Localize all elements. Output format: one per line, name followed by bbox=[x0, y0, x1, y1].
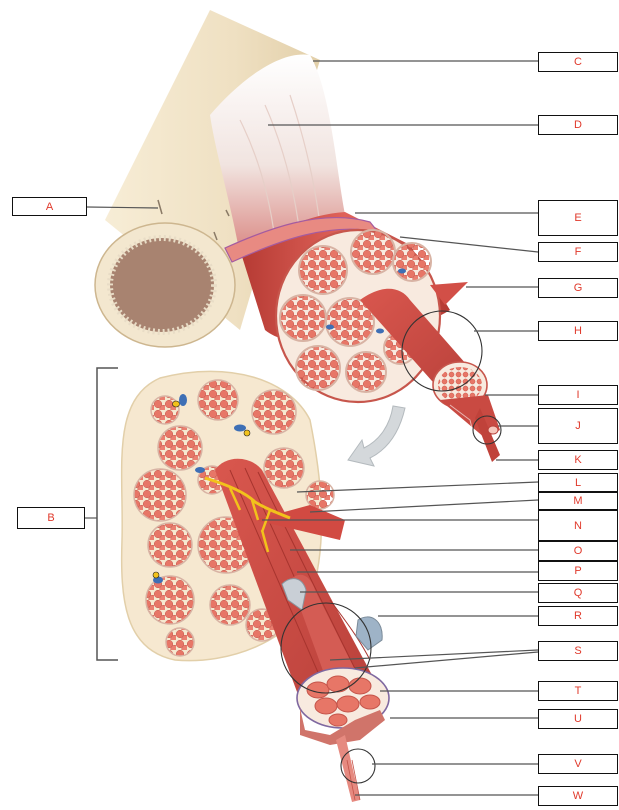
label-l: L bbox=[575, 477, 581, 489]
label-box-l[interactable]: L bbox=[538, 473, 618, 492]
label-w: W bbox=[573, 790, 583, 802]
label-h: H bbox=[574, 325, 582, 337]
label-v: V bbox=[574, 758, 581, 770]
label-box-h[interactable]: H bbox=[538, 321, 618, 341]
label-box-k[interactable]: K bbox=[538, 450, 618, 470]
label-box-r[interactable]: R bbox=[538, 606, 618, 626]
label-box-j[interactable]: J bbox=[538, 408, 618, 444]
label-box-c[interactable]: C bbox=[538, 52, 618, 72]
label-s: S bbox=[574, 645, 581, 657]
bracket-b bbox=[97, 368, 118, 660]
label-box-q[interactable]: Q bbox=[538, 583, 618, 603]
label-c: C bbox=[574, 56, 582, 68]
label-box-n[interactable]: N bbox=[538, 510, 618, 541]
label-box-i[interactable]: I bbox=[538, 385, 618, 405]
label-box-g[interactable]: G bbox=[538, 278, 618, 298]
label-box-t[interactable]: T bbox=[538, 681, 618, 701]
label-box-e[interactable]: E bbox=[538, 200, 618, 236]
label-box-s[interactable]: S bbox=[538, 641, 618, 661]
label-box-w[interactable]: W bbox=[538, 786, 618, 806]
label-n: N bbox=[574, 520, 582, 532]
label-u: U bbox=[574, 713, 582, 725]
label-box-b[interactable]: B bbox=[17, 507, 85, 529]
label-k: K bbox=[574, 454, 581, 466]
label-box-m[interactable]: M bbox=[538, 492, 618, 510]
label-box-v[interactable]: V bbox=[538, 754, 618, 774]
label-g: G bbox=[574, 282, 583, 294]
label-r: R bbox=[574, 610, 582, 622]
label-p: P bbox=[574, 565, 581, 577]
label-box-u[interactable]: U bbox=[538, 709, 618, 729]
label-d: D bbox=[574, 119, 582, 131]
label-box-o[interactable]: O bbox=[538, 541, 618, 561]
label-q: Q bbox=[574, 587, 583, 599]
label-j: J bbox=[575, 420, 581, 432]
label-e: E bbox=[574, 212, 581, 224]
label-o: O bbox=[574, 545, 583, 557]
label-t: T bbox=[575, 685, 582, 697]
label-m: M bbox=[573, 495, 582, 507]
label-b: B bbox=[47, 512, 54, 524]
label-f: F bbox=[575, 246, 582, 258]
bone-marrow bbox=[110, 238, 214, 332]
zoom-arrow bbox=[348, 406, 405, 466]
label-i: I bbox=[576, 389, 579, 401]
label-a: A bbox=[46, 201, 53, 213]
label-box-p[interactable]: P bbox=[538, 561, 618, 581]
label-box-a[interactable]: A bbox=[12, 197, 87, 216]
label-box-f[interactable]: F bbox=[538, 242, 618, 262]
label-box-d[interactable]: D bbox=[538, 115, 618, 135]
